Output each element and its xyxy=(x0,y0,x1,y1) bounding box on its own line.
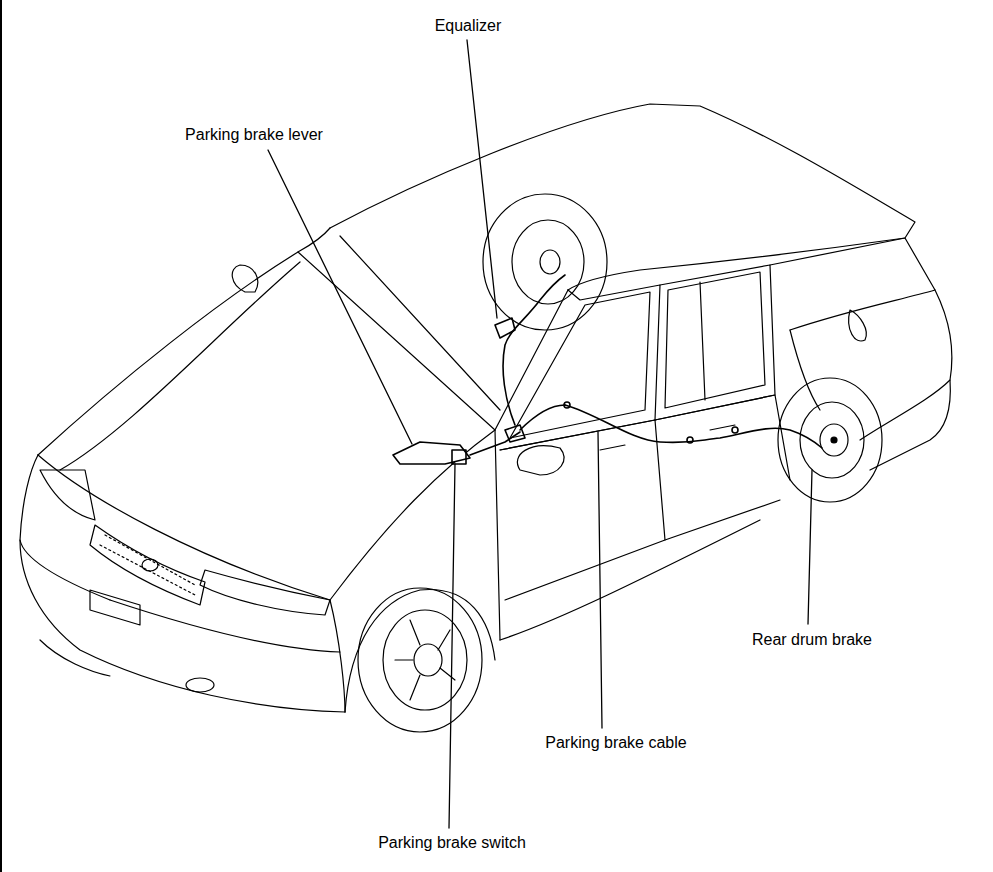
page-border xyxy=(0,0,2,872)
car-body xyxy=(510,292,650,438)
car-body xyxy=(665,272,765,408)
leader-lines xyxy=(268,40,812,828)
car-body xyxy=(849,310,867,341)
car-body xyxy=(20,455,110,600)
car-body xyxy=(700,282,705,400)
part-label: Rear drum brake xyxy=(750,631,874,649)
car-body xyxy=(517,446,564,475)
leader-lines xyxy=(268,150,412,444)
car-body xyxy=(20,104,952,712)
car-body xyxy=(40,470,95,520)
car-body xyxy=(600,445,625,450)
leader-lines xyxy=(598,432,602,728)
car-body xyxy=(710,425,735,430)
car-body xyxy=(200,570,330,615)
car-body xyxy=(665,500,780,540)
far-rear-wheel xyxy=(540,250,560,274)
car-body xyxy=(20,540,345,712)
car-body xyxy=(345,590,495,712)
car-body xyxy=(770,238,935,330)
leader-lines xyxy=(449,464,455,828)
part-label: Equalizer xyxy=(433,17,504,35)
parking-brake-system xyxy=(393,442,470,464)
car-body xyxy=(495,430,500,640)
car-body xyxy=(232,265,258,292)
car-body xyxy=(38,455,330,600)
page-border xyxy=(0,0,1,872)
car-body xyxy=(100,535,195,595)
car-body xyxy=(60,262,300,470)
car-body xyxy=(38,252,298,455)
car-body xyxy=(500,420,665,600)
car-body xyxy=(500,285,660,450)
car-body xyxy=(40,640,110,676)
front-wheel xyxy=(395,620,455,700)
car-body xyxy=(330,104,915,290)
car-body xyxy=(330,600,345,712)
car-body xyxy=(500,520,760,640)
parking-brake-system xyxy=(687,437,693,443)
parking-brake-system xyxy=(495,318,515,338)
car-body xyxy=(142,559,158,571)
parking-brake-system xyxy=(565,405,822,448)
car-body xyxy=(110,600,340,652)
rear-drum-brake-drawing xyxy=(831,437,837,443)
car-body xyxy=(655,265,775,420)
parking-brake-system xyxy=(564,402,570,408)
car-body xyxy=(298,228,568,430)
rear-drum-brake-drawing xyxy=(778,378,882,502)
car-body xyxy=(860,290,952,440)
rear-drum-brake-drawing xyxy=(778,378,882,502)
part-label: Parking brake switch xyxy=(376,834,528,852)
front-wheel xyxy=(414,644,442,676)
car-body xyxy=(790,330,820,410)
front-wheel xyxy=(383,610,467,710)
parking-brake-system xyxy=(470,432,520,455)
car-body xyxy=(186,678,214,692)
parking-brake-system xyxy=(452,450,466,464)
parking-brake-system xyxy=(732,427,738,433)
car-body xyxy=(340,236,500,410)
rear-drum-brake-drawing xyxy=(820,424,848,456)
far-rear-wheel xyxy=(483,194,607,330)
car-body xyxy=(870,380,950,470)
parking-brake-system xyxy=(520,405,565,430)
leader-lines xyxy=(808,470,812,624)
far-rear-wheel xyxy=(483,194,607,330)
leader-lines xyxy=(467,40,497,318)
part-label: Parking brake cable xyxy=(543,734,688,752)
rear-drum-brake-drawing xyxy=(800,402,864,478)
car-body xyxy=(90,525,205,605)
front-wheel xyxy=(358,588,482,732)
parking-brake-system xyxy=(503,275,565,425)
parking-brake-system xyxy=(393,275,822,464)
part-label: Parking brake lever xyxy=(183,126,325,144)
front-wheel xyxy=(358,588,482,732)
